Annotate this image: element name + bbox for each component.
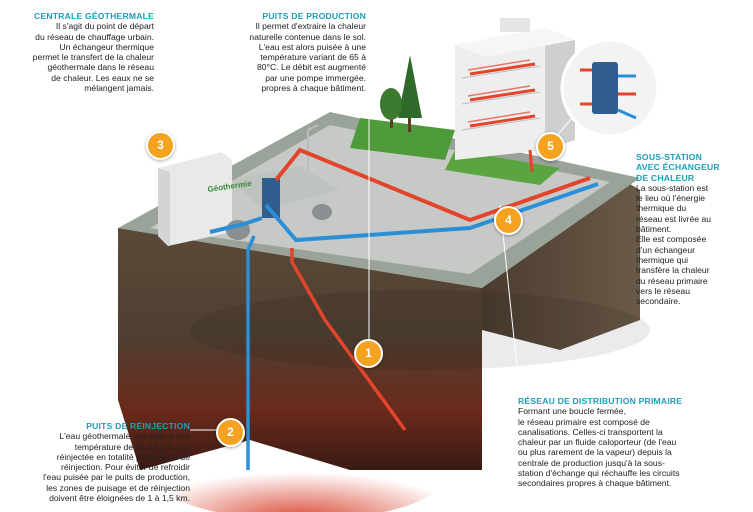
badge-3: 3 xyxy=(146,131,175,160)
callout-title: PUITS DE PRODUCTION xyxy=(262,11,366,21)
callout-line: température de 25 à 50°C, est xyxy=(74,441,190,452)
callout-line: température variant de 65 à xyxy=(260,52,366,63)
callout-line: Formant une boucle fermée, xyxy=(518,406,626,417)
callout-title: RÉSEAU DE DISTRIBUTION PRIMAIRE xyxy=(518,396,683,406)
callout-line: du réseau de chauffage urbain. xyxy=(35,31,154,42)
reinjection-well xyxy=(246,235,256,470)
callout-line: canalisations. Celles-ci transportent la xyxy=(518,426,663,437)
callout-line: bâtiment. xyxy=(636,224,672,235)
cold-pipe xyxy=(264,182,599,243)
callout-line: propres à chaque bâtiment. xyxy=(261,83,366,94)
callout-title: CENTRALE GÉOTHERMALE xyxy=(33,11,154,21)
callout-line: thermique qui xyxy=(636,254,689,265)
callout-line: thermique du xyxy=(636,203,687,214)
badge-2: 2 xyxy=(216,418,245,447)
callout-line: mélangent jamais. xyxy=(84,83,154,94)
callout-line: L'eau est alors puisée à une xyxy=(258,41,366,52)
callout-line: transfère la chaleur xyxy=(636,265,710,276)
callout-line: secondaire. xyxy=(636,296,681,307)
badge-4: 4 xyxy=(494,206,523,235)
callout-line: secondaires propres à chaque bâtiment. xyxy=(518,478,672,489)
callout-line: les zones de puisage et de réinjection xyxy=(46,482,190,493)
production-well xyxy=(290,248,407,432)
callout-line: le lieu où l'énergie xyxy=(636,193,706,204)
callout-reseau: RÉSEAU DE DISTRIBUTION PRIMAIRE Formant … xyxy=(518,396,750,489)
callout-line: Il s'agit du point de départ xyxy=(55,21,154,32)
callout-line: de chaleur. Les eaux ne se xyxy=(51,72,154,83)
callout-line: réinjectée en totalité par le puits de xyxy=(56,451,190,462)
callout-sous-station: SOUS-STATION AVEC ÉCHANGEUR DE CHALEUR L… xyxy=(636,152,748,306)
callout-line: Il permet d'extraire la chaleur xyxy=(255,21,366,32)
leader-line xyxy=(499,204,521,397)
ground-right-face xyxy=(482,178,640,350)
callout-line: centrale de production jusqu'à la sous- xyxy=(518,457,665,468)
callout-line: du réseau primaire xyxy=(636,275,708,286)
deep-heat-glow xyxy=(160,440,440,512)
callout-production: PUITS DE PRODUCTION Il permet d'extraire… xyxy=(214,11,366,93)
callout-line: Un échangeur thermique xyxy=(59,41,154,52)
grass-patch-2 xyxy=(445,150,560,185)
callout-line: par une pompe immergée. xyxy=(265,72,366,83)
callout-line: permet le transfert de la chaleur xyxy=(32,52,154,63)
callout-line: station d'échange qui réchauffe les circ… xyxy=(518,468,680,479)
callout-title: DE CHALEUR xyxy=(636,172,695,183)
leader-line xyxy=(99,95,155,141)
callout-centrale: CENTRALE GÉOTHERMALE Il s'agit du point … xyxy=(2,11,154,93)
tree-icon xyxy=(380,88,402,128)
tree-icon xyxy=(398,55,422,132)
callout-line: géothermale dans le réseau xyxy=(47,62,154,73)
geothermal-plant xyxy=(158,152,340,246)
callout-line: réinjection. Pour éviter de refroidir xyxy=(61,462,190,473)
callout-line: vers le réseau xyxy=(636,285,690,296)
badge-1: 1 xyxy=(354,339,383,368)
callout-line: Elle est composée xyxy=(636,234,707,245)
callout-line: doivent être éloignées de 1 à 1,5 km. xyxy=(49,493,190,504)
callout-line: L'eau géothermale, refroidie à une xyxy=(59,431,190,442)
callout-line: le réseau primaire est composé de xyxy=(518,416,650,427)
callout-line: chaleur par un fluide caloporteur (de l'… xyxy=(518,437,677,448)
cold-pipe-plant xyxy=(209,216,263,234)
callout-title: SOUS-STATION xyxy=(636,152,703,162)
callout-line: 80°C. Le débit est augmenté xyxy=(256,62,366,73)
ground-shadow xyxy=(190,290,650,370)
callout-line: réseau est livrée au xyxy=(636,213,711,224)
pump-icon xyxy=(312,204,332,220)
callout-line: La sous-station est xyxy=(636,182,709,193)
hot-pipe xyxy=(274,147,591,223)
callout-line: d'un échangeur xyxy=(636,244,695,255)
callout-title: PUITS DE RÉINJECTION xyxy=(86,421,190,431)
callout-reinjection: PUITS DE RÉINJECTION L'eau géothermale, … xyxy=(2,421,190,503)
callout-title: AVEC ÉCHANGEUR xyxy=(636,162,720,173)
apartment-building xyxy=(455,18,575,160)
substation-zoom-inset xyxy=(560,38,660,138)
callout-line: naturelle contenue dans le sol. xyxy=(249,31,366,42)
callout-line: l'eau puisée par le puits de production, xyxy=(43,472,190,483)
callout-line: ou plus rarement de la vapeur) depuis la xyxy=(518,447,672,458)
riser-pipes xyxy=(528,149,534,173)
badge-5: 5 xyxy=(536,132,565,161)
grass-patch xyxy=(350,118,455,160)
